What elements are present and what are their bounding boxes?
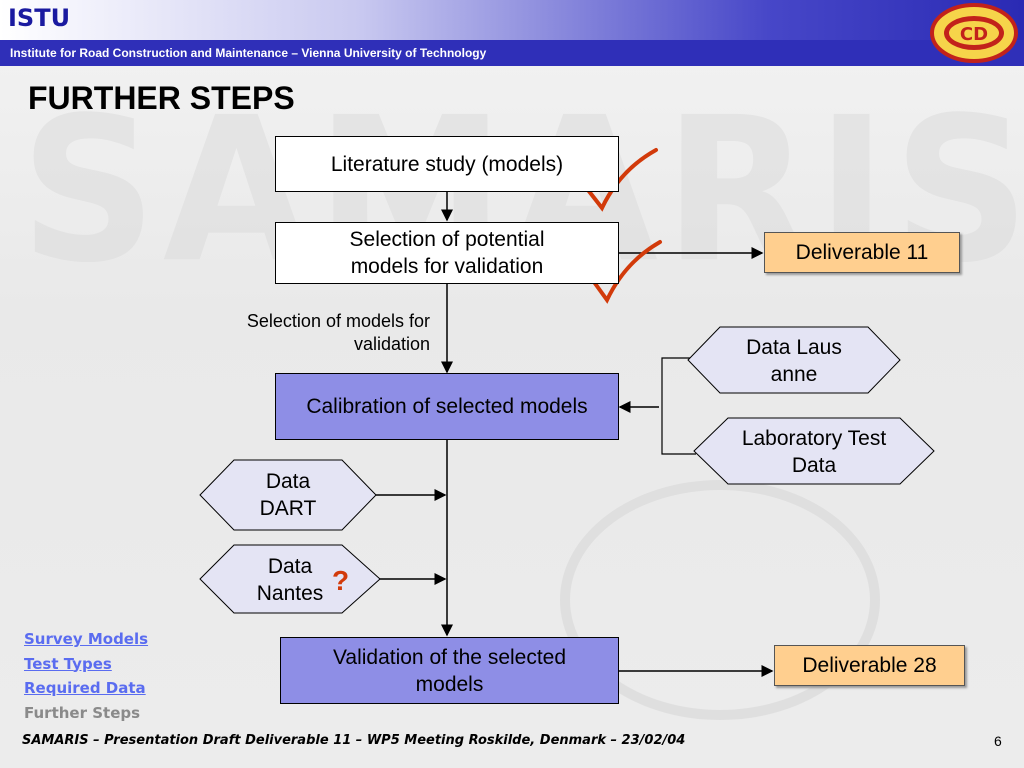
- data-nantes-label: Data Nantes: [256, 555, 324, 605]
- step-validation: Validation of the selected models: [280, 637, 619, 704]
- header-bar: [0, 0, 1024, 40]
- page-title: FURTHER STEPS: [28, 80, 295, 116]
- question-mark: ?: [332, 565, 350, 596]
- cd-logo: CD: [930, 3, 1018, 63]
- institute-bar: [0, 40, 1024, 66]
- nav-current-further-steps: Further Steps: [24, 703, 141, 722]
- nav-link-test-types[interactable]: Test Types: [24, 654, 112, 673]
- step-model-selection: Selection of potential models for valida…: [275, 222, 619, 284]
- slide-navigation: Survey Models Test Types Required Data F…: [24, 627, 148, 725]
- deliverable-28: Deliverable 28: [774, 645, 965, 686]
- deliverable-11: Deliverable 11: [764, 232, 960, 273]
- hexagon-lausanne: [687, 326, 901, 394]
- bracket-data-sources: [661, 357, 696, 455]
- watermark-shape: [560, 480, 880, 720]
- page-number: 6: [994, 733, 1002, 749]
- check-icon: [592, 240, 662, 304]
- check-icon: [586, 148, 658, 212]
- nav-link-required-data[interactable]: Required Data: [24, 679, 146, 697]
- brand-title: ISTU: [8, 4, 71, 32]
- data-lausanne-label: Data Lausanne: [746, 336, 842, 386]
- step-literature-study: Literature study (models): [275, 136, 619, 192]
- hexagon-nantes: [199, 544, 381, 614]
- footer-text: SAMARIS – Presentation Draft Deliverable…: [22, 733, 686, 748]
- hexagon-dart: [199, 459, 377, 531]
- data-lab-label: Laboratory Test Data: [741, 427, 887, 477]
- data-dart-label: Data DART: [259, 470, 317, 520]
- institute-name: Institute for Road Construction and Main…: [10, 46, 487, 60]
- step-calibration: Calibration of selected models: [275, 373, 619, 440]
- logo-mark: CD: [960, 24, 988, 45]
- nav-link-survey-models[interactable]: Survey Models: [24, 630, 149, 648]
- hexagon-lab: [693, 417, 935, 485]
- selection-note: Selection of models for validation: [246, 311, 430, 354]
